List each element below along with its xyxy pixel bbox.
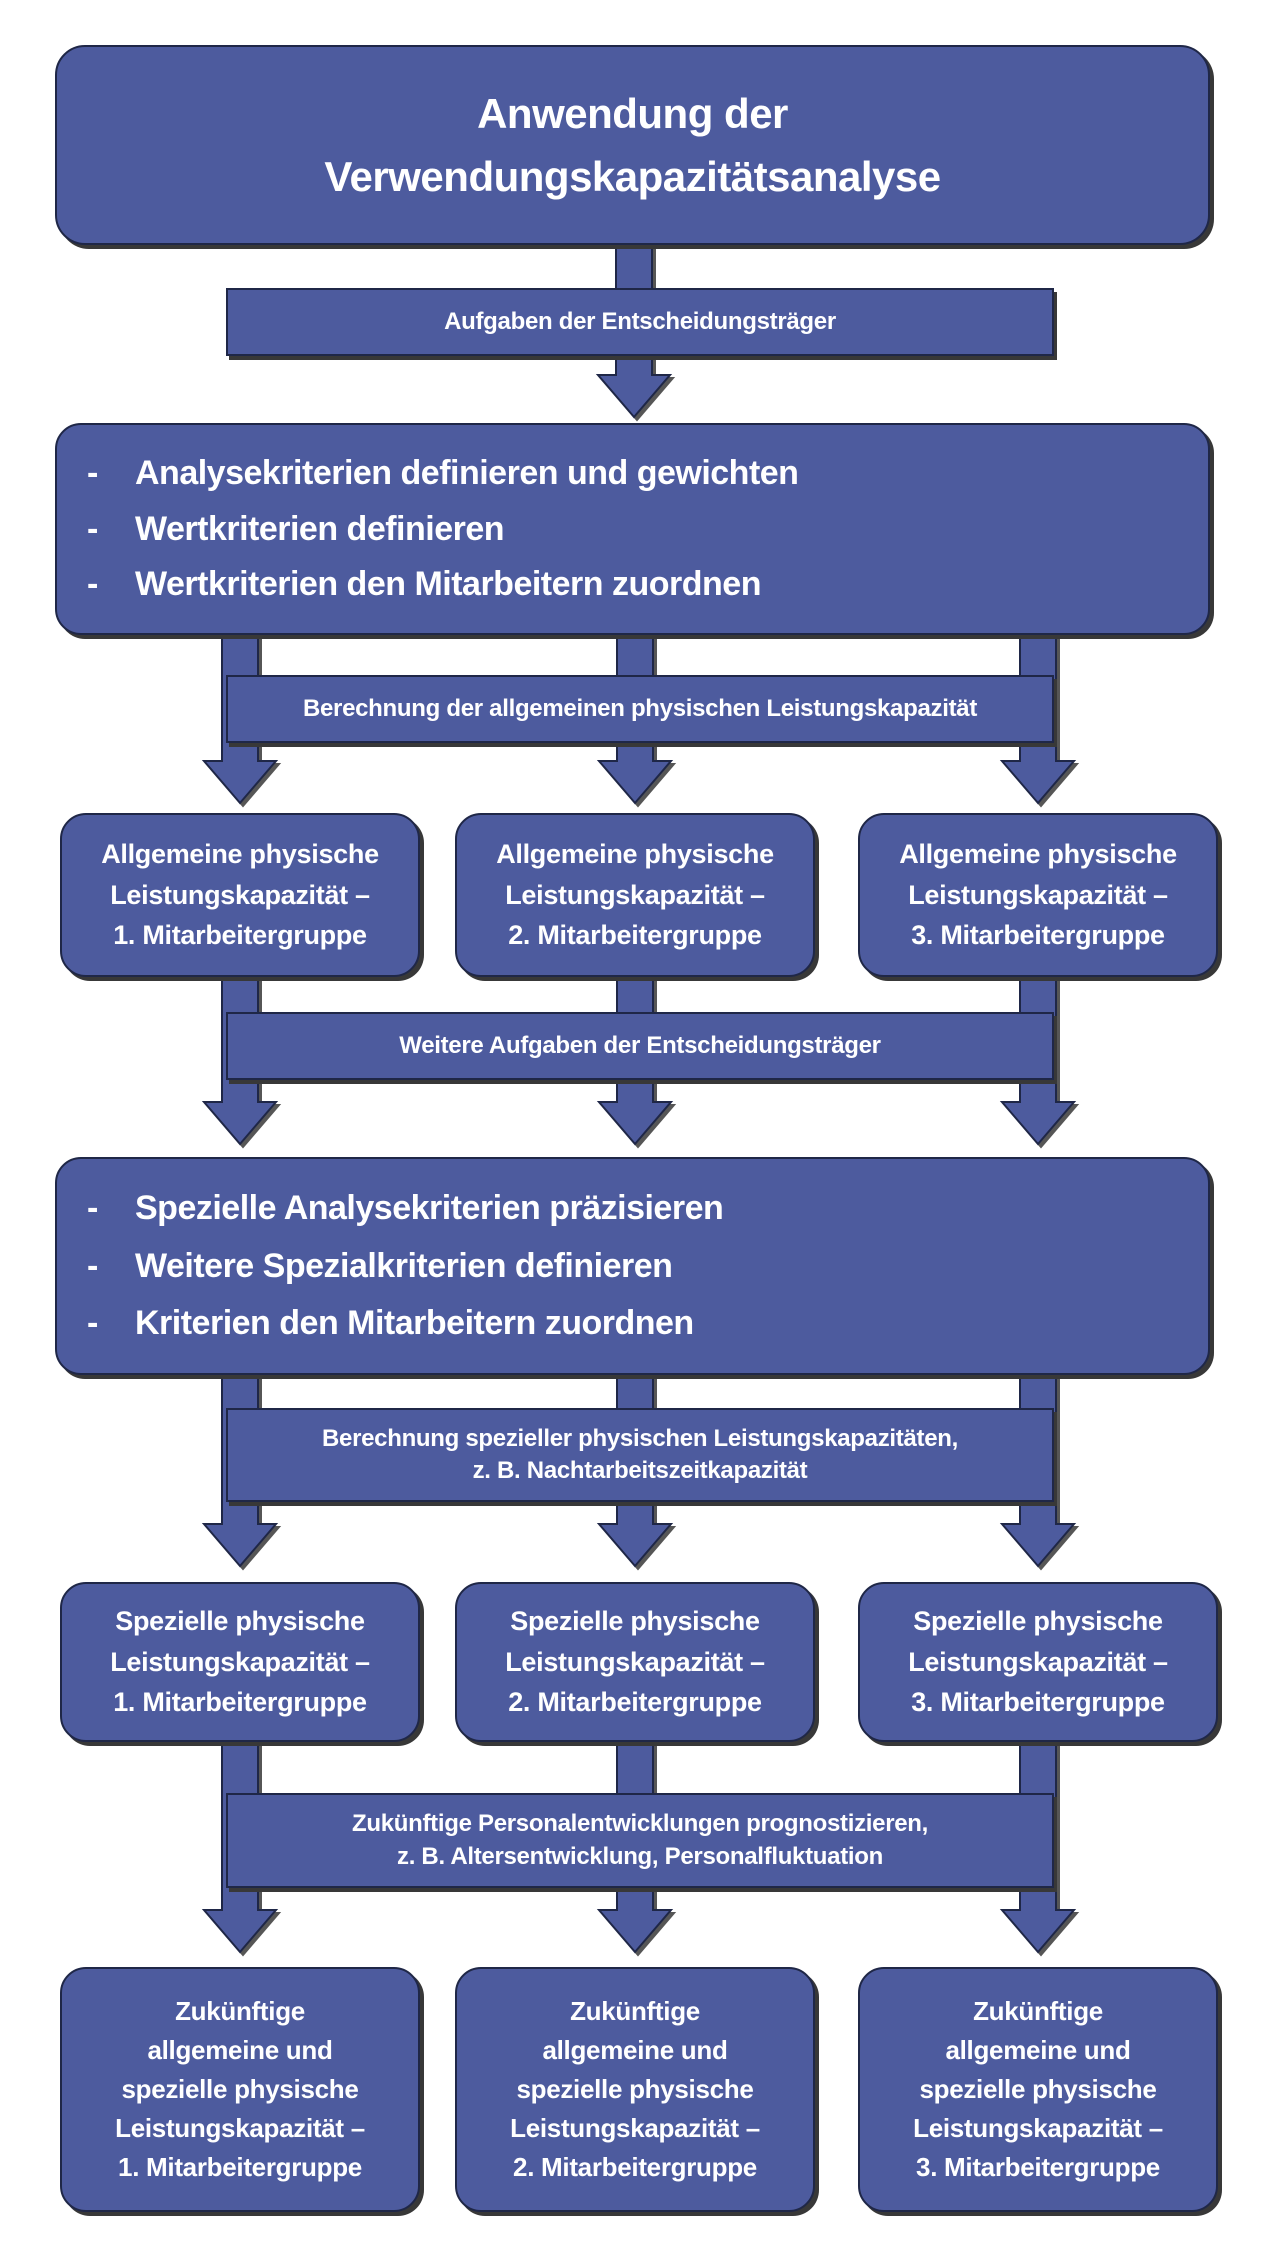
result-box-speziell-gruppe-1: Spezielle physische Leistungskapazität –… [60,1582,420,1742]
task-box-1: - Analysekriterien definieren und gewich… [55,423,1210,635]
result-box-text: Spezielle physische Leistungskapazität –… [110,1606,370,1718]
banner-label: Aufgaben der Entscheidungsträger [444,307,836,335]
result-box-text: Allgemeine physische Leistungskapazität … [899,839,1177,951]
result-box-text: Zukünftige allgemeine und spezielle phys… [510,1996,760,2182]
task-item: - Kriterien den Mitarbeitern zuordnen [87,1304,1188,1343]
result-box-speziell-gruppe-3: Spezielle physische Leistungskapazität –… [858,1582,1218,1742]
result-box-speziell-gruppe-2: Spezielle physische Leistungskapazität –… [455,1582,815,1742]
banner-label: Zukünftige Personalentwicklungen prognos… [351,1810,929,1870]
task-item: - Analysekriterien definieren und gewich… [87,454,1188,493]
task-item: - Wertkriterien definieren [87,510,1188,549]
result-box-text: Allgemeine physische Leistungskapazität … [101,839,379,951]
task-item: - Wertkriterien den Mitarbeitern zuordne… [87,565,1188,604]
bullet-dash: - [87,565,98,604]
banner-berechnung-allgemein: Berechnung der allgemeinen physischen Le… [226,675,1054,743]
task-item: - Spezielle Analysekriterien präzisieren [87,1189,1188,1228]
result-box-zukuenftig-gruppe-2: Zukünftige allgemeine und spezielle phys… [455,1967,815,2212]
bullet-dash: - [87,453,98,492]
result-box-allgemein-gruppe-3: Allgemeine physische Leistungskapazität … [858,813,1218,977]
bullet-dash: - [87,1303,98,1342]
task-item-text: Analysekriterien definieren und gewichte… [135,453,799,492]
banner-aufgaben-entscheidungstraeger: Aufgaben der Entscheidungsträger [226,288,1054,356]
task-item-text: Wertkriterien den Mitarbeitern zuordnen [135,565,761,604]
bullet-dash: - [87,1189,98,1228]
result-box-zukuenftig-gruppe-3: Zukünftige allgemeine und spezielle phys… [858,1967,1218,2212]
task-box-2: - Spezielle Analysekriterien präzisieren… [55,1157,1210,1375]
bullet-dash: - [87,509,98,548]
task-item-text: Wertkriterien definieren [135,509,505,548]
task-item: - Weitere Spezialkriterien definieren [87,1247,1188,1286]
result-box-zukuenftig-gruppe-1: Zukünftige allgemeine und spezielle phys… [60,1967,420,2212]
result-box-allgemein-gruppe-1: Allgemeine physische Leistungskapazität … [60,813,420,977]
result-box-text: Spezielle physische Leistungskapazität –… [908,1606,1168,1718]
result-box-text: Spezielle physische Leistungskapazität –… [505,1606,765,1718]
result-box-text: Zukünftige allgemeine und spezielle phys… [913,1996,1163,2182]
result-box-allgemein-gruppe-2: Allgemeine physische Leistungskapazität … [455,813,815,977]
banner-label: Berechnung der allgemeinen physischen Le… [302,694,978,722]
task-item-text: Kriterien den Mitarbeitern zuordnen [135,1303,694,1342]
title-text: Anwendung der Verwendungskapazitätsanaly… [324,90,941,200]
result-box-text: Zukünftige allgemeine und spezielle phys… [115,1996,365,2182]
banner-label: Weitere Aufgaben der Entscheidungsträger [399,1031,881,1059]
task-item-text: Weitere Spezialkriterien definieren [135,1246,673,1285]
result-box-text: Allgemeine physische Leistungskapazität … [496,839,774,951]
banner-weitere-aufgaben: Weitere Aufgaben der Entscheidungsträger [226,1012,1054,1080]
banner-zukuenftige-personalentwicklungen: Zukünftige Personalentwicklungen prognos… [226,1793,1054,1888]
title-box: Anwendung der Verwendungskapazitätsanaly… [55,45,1210,245]
bullet-dash: - [87,1246,98,1285]
banner-berechnung-speziell: Berechnung spezieller physischen Leistun… [226,1408,1054,1502]
task-item-text: Spezielle Analysekriterien präzisieren [135,1189,724,1228]
banner-label: Berechnung spezieller physischen Leistun… [322,1424,958,1484]
